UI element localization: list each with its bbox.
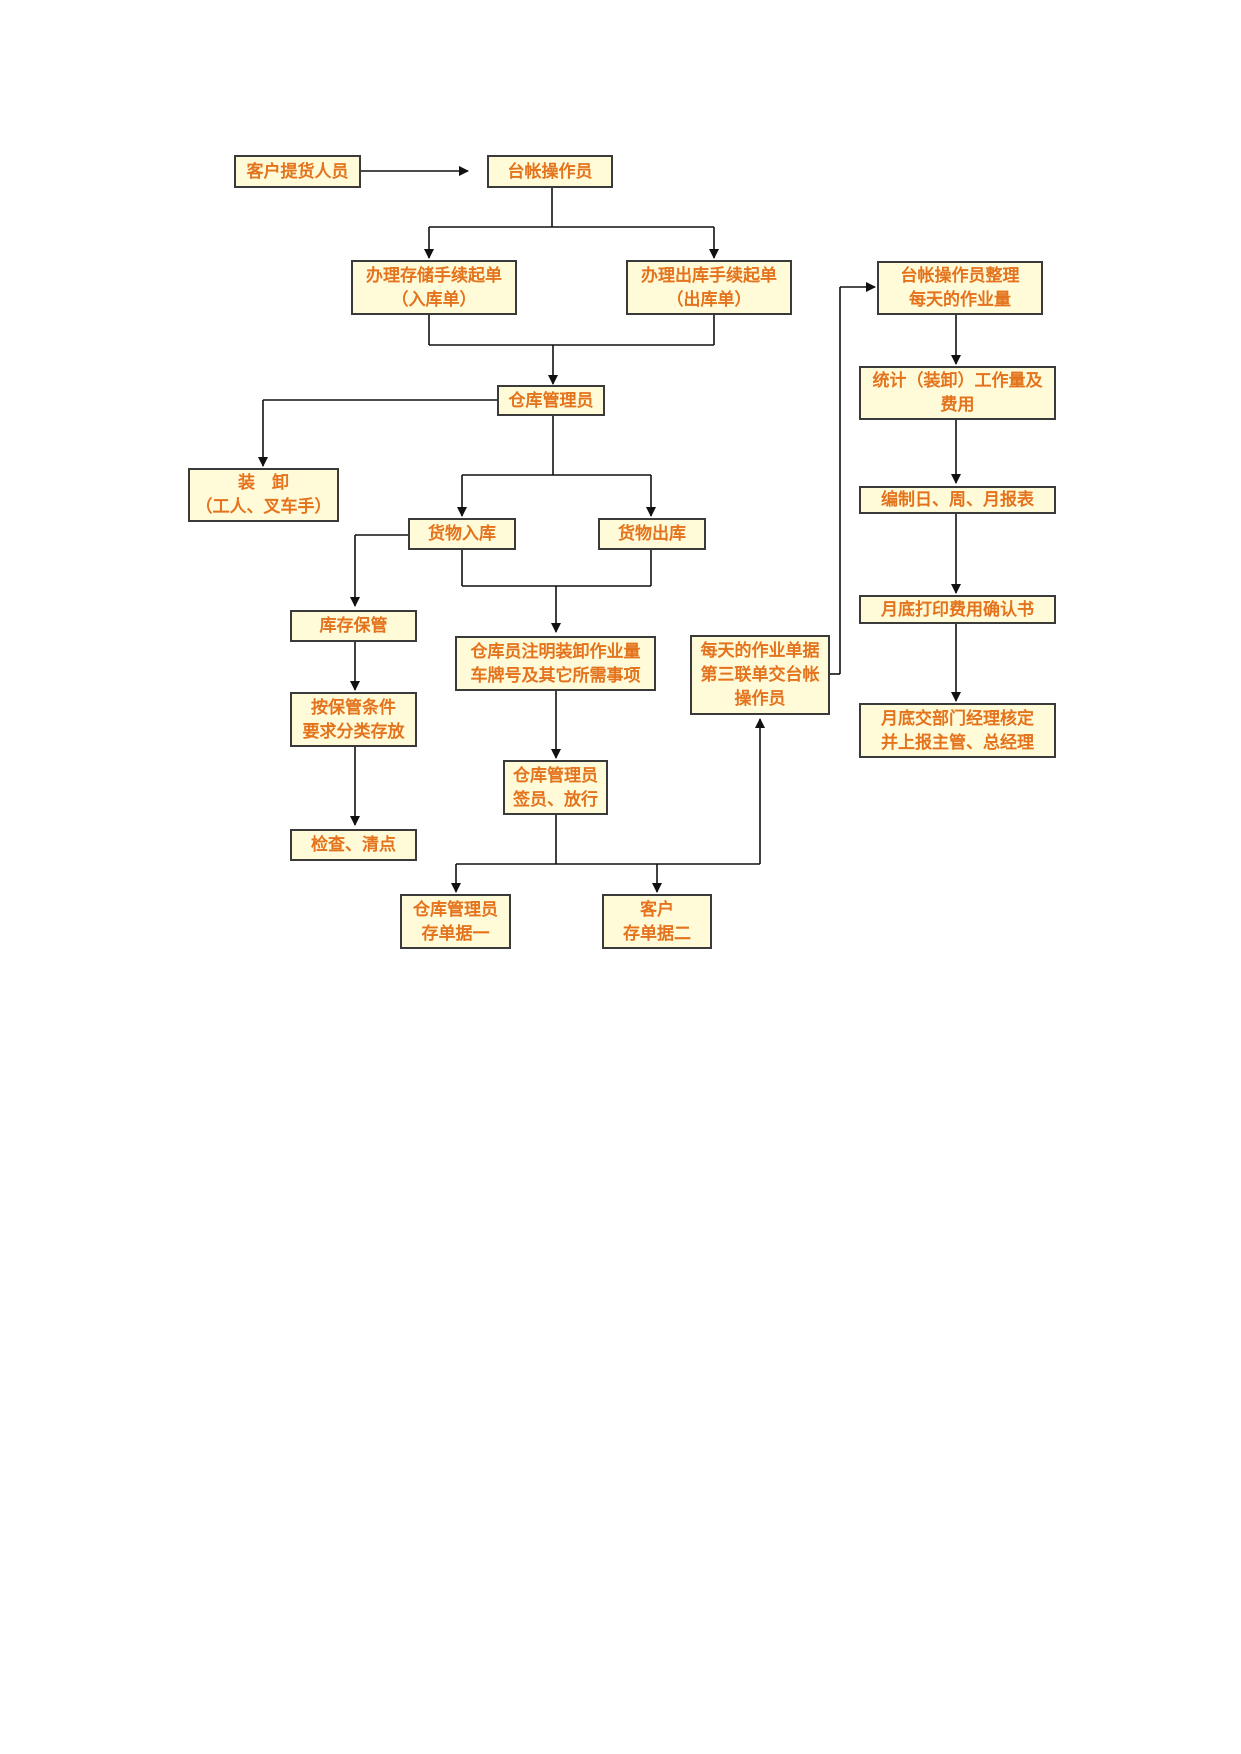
node-text-line: 检查、清点 [311,835,396,855]
node-text-line: 车牌号及其它所需事项 [470,665,641,686]
node-text-line: 仓库管理员 [413,899,498,920]
node-warehouse-manager: 仓库管理员 [497,385,605,416]
node-customer-pickup: 客户提货人员 [234,155,361,188]
node-text-line: 办理存储手续起单 [366,265,502,286]
node-stat-fees: 统计（装卸）工作量及费用 [859,366,1056,420]
node-text-line: 仓库管理员 [508,390,594,411]
node-text-line: 月底交部门经理核定 [881,708,1034,729]
node-inspect-count: 检查、清点 [290,829,417,861]
node-text-line: 客户提货人员 [246,161,349,182]
node-text-line: 台帐操作员 [507,161,593,182]
node-monthly-approve: 月底交部门经理核定并上报主管、总经理 [859,703,1056,758]
node-text-line: 客户 [640,899,674,920]
node-goods-in: 货物入库 [408,518,516,550]
node-text-line: 货物入库 [428,524,496,544]
node-reports: 编制日、周、月报表 [859,486,1056,514]
node-text-line: 每天的作业单据 [700,641,820,661]
node-manager-sign: 仓库管理员签员、放行 [503,760,608,815]
node-text-line: （入库单） [391,289,477,310]
node-text-line: 台帐操作员整理 [900,266,1020,286]
node-text-line: （工人、叉车手） [195,497,332,517]
node-text-line: 存单据一 [421,923,490,944]
node-storage-form: 办理存储手续起单 （入库单） [351,260,517,315]
node-text-line: 每天的作业量 [909,290,1011,310]
node-customer-copy2: 客户存单据二 [602,894,712,949]
node-text-line: 操作员 [734,689,786,709]
node-text-line: 费用 [940,395,975,415]
node-text-line: 仓库管理员 [513,765,598,786]
node-text-line: 按保管条件 [311,697,396,718]
node-ledger-daily: 台帐操作员整理每天的作业量 [877,261,1043,315]
node-inventory-keeping: 库存保管 [290,610,417,642]
node-classify-storage: 按保管条件要求分类存放 [290,692,417,747]
node-text-line: 统计（装卸）工作量及 [872,371,1043,391]
node-text-line: 签员、放行 [513,789,598,810]
node-daily-third-copy: 每天的作业单据第三联单交台帐操作员 [690,635,830,715]
node-keeper-notes: 仓库员注明装卸作业量车牌号及其它所需事项 [455,636,656,691]
node-goods-out: 货物出库 [598,518,706,550]
node-print-confirm: 月底打印费用确认书 [859,595,1056,624]
node-text-line: 存单据二 [623,923,691,944]
node-text-line: 装 卸 [238,473,289,493]
node-text-line: 月底打印费用确认书 [881,599,1034,620]
node-text-line: 并上报主管、总经理 [881,732,1034,753]
node-text-line: 库存保管 [319,616,388,636]
node-text-line: 要求分类存放 [302,721,405,742]
node-manager-copy1: 仓库管理员存单据一 [400,894,511,949]
node-text-line: 货物出库 [618,524,686,544]
node-text-line: 办理出库手续起单 [641,265,777,286]
node-text-line: 仓库员注明装卸作业量 [470,641,641,662]
node-loading: 装 卸 （工人、叉车手） [188,468,339,522]
node-text-line: （出库单） [666,289,752,310]
node-outbound-form: 办理出库手续起单 （出库单） [626,260,792,315]
node-text-line: 第三联单交台帐 [700,665,820,685]
node-ledger-operator: 台帐操作员 [487,155,613,188]
node-text-line: 编制日、周、月报表 [881,490,1034,510]
